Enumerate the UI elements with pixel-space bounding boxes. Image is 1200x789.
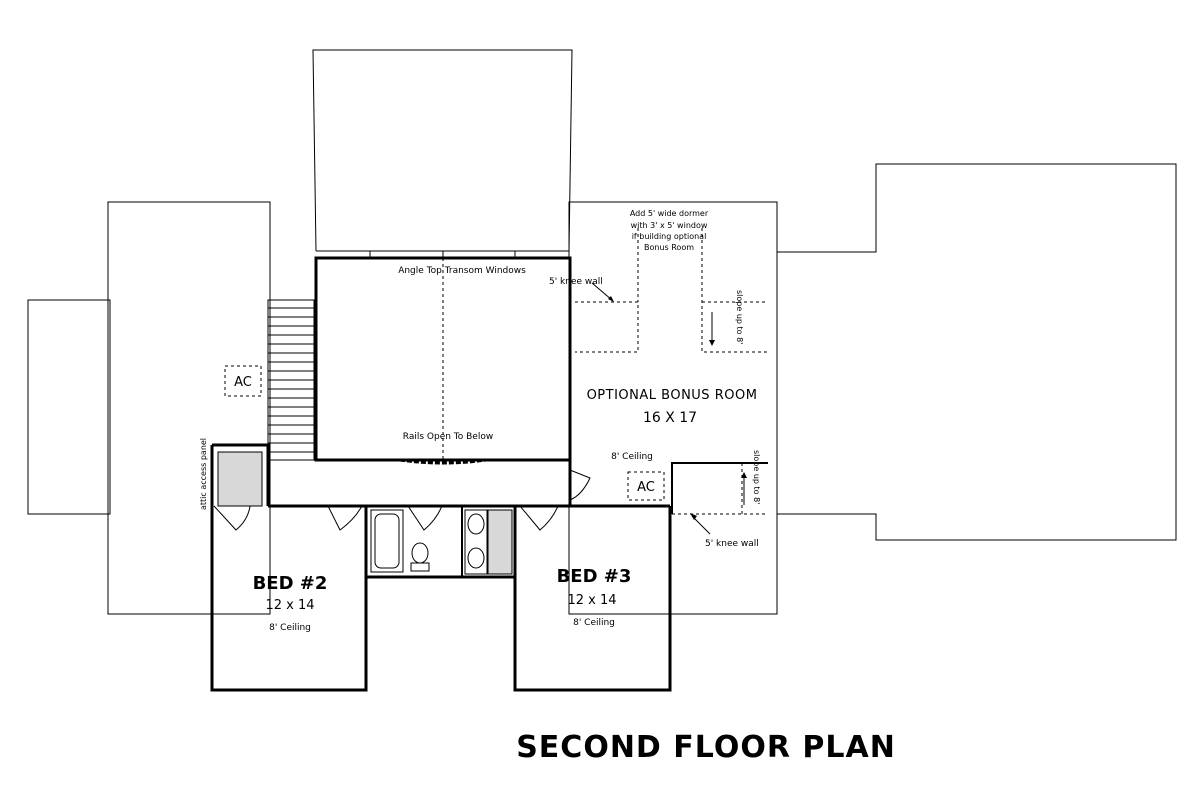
- dormer-note-line-1: Add 5' wide dormer: [630, 209, 709, 218]
- knee-wall-bottom-label: 5' knee wall: [705, 539, 759, 549]
- ac-label-left: AC: [234, 375, 252, 390]
- roof-front-gable: [312, 49, 573, 252]
- slope-top-label: slope up to 8': [735, 290, 744, 344]
- interior-walls: [210, 443, 672, 692]
- rails-label: Rails Open To Below: [403, 432, 493, 442]
- roof-right-main: [568, 201, 778, 615]
- bed3-size: 12 x 14: [567, 593, 616, 608]
- plan-title: SECOND FLOOR PLAN: [516, 730, 896, 765]
- doors: [213, 469, 591, 531]
- rail-line: [399, 458, 487, 465]
- dormer-note-line-2: with 3' x 5' window: [631, 221, 708, 230]
- bonus-room-lines: [575, 228, 768, 535]
- open-to-below: [314, 251, 572, 465]
- vanity: [464, 509, 488, 575]
- roof-outlines: [27, 49, 1177, 615]
- ac-label-right: AC: [637, 480, 655, 495]
- bed2-name: BED #2: [253, 573, 328, 594]
- bonus-room-name: OPTIONAL BONUS ROOM: [587, 388, 758, 403]
- bed2-ceiling: 8' Ceiling: [269, 623, 311, 633]
- bed3-name: BED #3: [557, 566, 632, 587]
- attic-access-label: attic access panel: [199, 438, 208, 510]
- roof-left-wing: [27, 299, 111, 515]
- staircase: [267, 299, 315, 461]
- ac-unit-right: [627, 471, 665, 501]
- ac-unit-left: [224, 365, 262, 397]
- slope-bottom-label: slope up to 8': [752, 450, 761, 504]
- knee-wall-top-label: 5' knee wall: [549, 277, 603, 287]
- toilet-tank: [410, 562, 430, 572]
- dormer-note-line-3: if building optional: [632, 232, 707, 241]
- bathroom-fixtures: [370, 509, 488, 575]
- sink-1: [467, 513, 485, 535]
- bonus-room-size: 16 X 17: [643, 410, 697, 426]
- dormer-note-line-4: Bonus Room: [644, 243, 694, 252]
- transom-label: Angle Top Transom Windows: [398, 266, 526, 276]
- roof-right-wing: [777, 163, 1177, 541]
- sink-2: [467, 547, 485, 569]
- roof-left-main: [107, 201, 271, 615]
- bathtub: [370, 509, 404, 573]
- dormer-note: Add 5' wide dormer with 3' x 5' window i…: [630, 209, 709, 252]
- toilet-bowl: [411, 542, 429, 564]
- bonus-room-ceiling: 8' Ceiling: [611, 452, 653, 462]
- bed3-ceiling: 8' Ceiling: [573, 618, 615, 628]
- bed2-size: 12 x 14: [265, 598, 314, 613]
